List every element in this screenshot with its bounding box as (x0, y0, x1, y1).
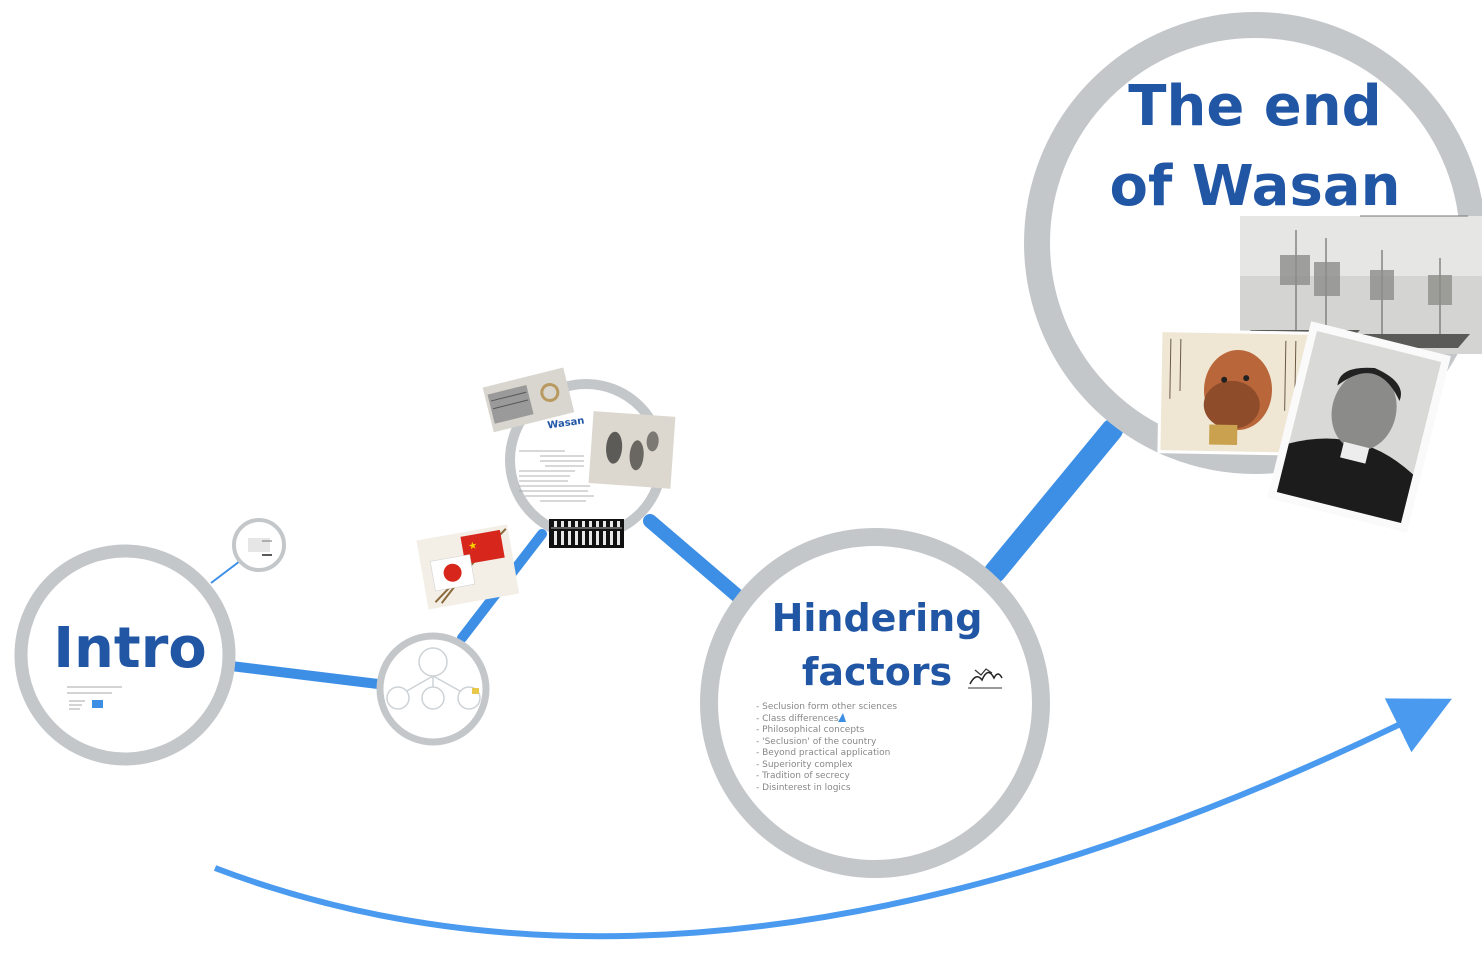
commodore-portrait-photo (1267, 321, 1451, 533)
intro-badge-icon (92, 700, 103, 708)
path-line-hindering-end (984, 419, 1123, 583)
calculation-rods-image (482, 367, 575, 433)
wasan-text-lines (519, 450, 594, 502)
ink-sketch-icon (968, 662, 1003, 689)
end-title-line1: The end (1128, 74, 1382, 139)
bullet-item: - Beyond practical application (756, 748, 891, 758)
svg-text:★: ★ (467, 540, 478, 552)
bullet-item: - 'Seclusion' of the country (756, 736, 877, 747)
japan-china-flags-image: ★ (416, 524, 520, 610)
hindering-title-line1: Hindering (771, 596, 983, 640)
hindering-bullet-list: - Seclusion form other sciences - Class … (756, 702, 976, 794)
intro-title: Intro (53, 616, 207, 681)
wasan-manuscript-image (588, 411, 676, 489)
japanese-portrait-drawing (1157, 329, 1313, 456)
bullet-item: - Disinterest in logics (756, 782, 851, 793)
class-differences-icon (838, 713, 846, 722)
bullet-item: - Philosophical concepts (756, 725, 865, 735)
intro-frame[interactable] (14, 544, 236, 766)
intro-subtext-lines (67, 686, 122, 710)
bullet-item: - Tradition of secrecy (756, 771, 850, 781)
bullet-item: - Class differences (756, 713, 839, 724)
hindering-title-line2: factors (801, 650, 953, 694)
path-line-wasan-hindering (643, 514, 747, 605)
hindering-frame[interactable] (700, 528, 1050, 878)
overview-image-icon (472, 688, 479, 694)
end-title-line2: of Wasan (1109, 154, 1401, 219)
intro-note-content (248, 538, 272, 556)
progress-arrow (213, 698, 1452, 940)
path-line-intro-overview (226, 661, 383, 689)
bullet-item: - Superiority complex (756, 759, 853, 770)
bullet-item: - Seclusion form other sciences (756, 702, 898, 712)
abacus-image (549, 519, 624, 548)
overview-mini-diagram (386, 647, 481, 710)
